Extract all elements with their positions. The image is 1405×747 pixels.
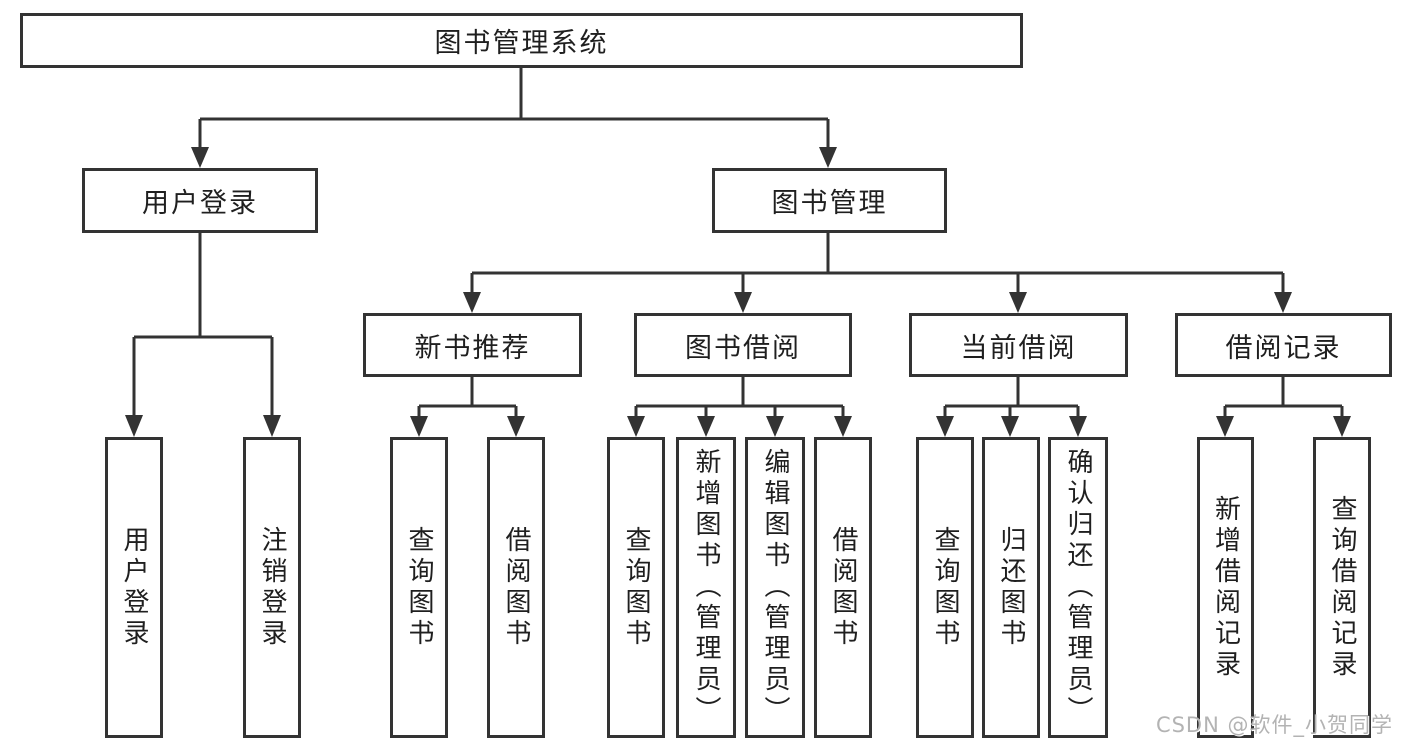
arrow-down-icon — [627, 416, 645, 437]
node-label: 借阅图书 — [828, 525, 858, 650]
node-label: 确认归还（管理员） — [1063, 448, 1093, 727]
node-borrowing-records: 借阅记录 — [1175, 313, 1392, 377]
node-book-borrowing: 图书借阅 — [634, 313, 852, 377]
arrow-down-icons — [125, 147, 1351, 437]
node-library-management-system: 图书管理系统 — [20, 13, 1023, 68]
node-leaf-edit-books-admin: 编辑图书（管理员） — [745, 437, 805, 738]
node-leaf-query-borrow-record: 查询借阅记录 — [1313, 437, 1371, 738]
node-label: 新增借阅记录 — [1210, 494, 1241, 681]
arrow-down-icon — [410, 416, 428, 437]
node-label: 图书管理 — [771, 188, 888, 219]
node-label: 新增图书（管理员） — [691, 448, 721, 727]
arrow-down-icon — [1009, 292, 1027, 313]
arrow-down-icon — [1333, 416, 1351, 437]
node-user-login: 用户登录 — [82, 168, 318, 233]
node-book-management: 图书管理 — [712, 168, 947, 233]
node-leaf-borrow-books-recommend: 借阅图书 — [487, 437, 545, 738]
node-label: 查询图书 — [930, 525, 960, 650]
node-label: 新书推荐 — [414, 332, 531, 364]
arrow-down-icon — [1274, 292, 1292, 313]
arrow-down-icon — [834, 416, 852, 437]
node-label: 注销登录 — [257, 525, 287, 650]
node-label: 借阅图书 — [501, 525, 531, 650]
node-leaf-add-borrow-record: 新增借阅记录 — [1197, 437, 1254, 738]
node-leaf-query-books-borrowing: 查询图书 — [607, 437, 665, 738]
arrow-down-icon — [766, 416, 784, 437]
node-leaf-query-books-recommend: 查询图书 — [390, 437, 448, 738]
arrow-down-icon — [263, 415, 281, 437]
arrow-down-icon — [697, 416, 715, 437]
node-leaf-return-books: 归还图书 — [982, 437, 1040, 738]
node-label: 当前借阅 — [960, 332, 1077, 364]
arrow-down-icon — [819, 147, 837, 168]
node-new-book-recommend: 新书推荐 — [363, 313, 582, 377]
node-leaf-user-login: 用户登录 — [105, 437, 163, 738]
node-label: 图书管理系统 — [434, 28, 609, 59]
csdn-watermark: CSDN @软件_小贺同学 — [1155, 713, 1393, 737]
arrow-down-icon — [191, 147, 209, 168]
node-leaf-query-books-current: 查询图书 — [916, 437, 974, 738]
node-label: 归还图书 — [996, 525, 1026, 650]
node-label: 借阅记录 — [1225, 332, 1342, 364]
arrow-down-icon — [1001, 416, 1019, 437]
arrow-down-icon — [734, 292, 752, 313]
arrow-down-icon — [1216, 416, 1234, 437]
node-label: 图书借阅 — [685, 332, 801, 364]
tree-edges — [132, 68, 1344, 416]
node-leaf-logout: 注销登录 — [243, 437, 301, 738]
arrow-down-icon — [936, 416, 954, 437]
node-label: 查询图书 — [404, 525, 434, 650]
arrow-down-icon — [1069, 416, 1087, 437]
node-current-borrowing: 当前借阅 — [909, 313, 1128, 377]
arrow-down-icon — [463, 292, 481, 313]
node-leaf-add-books-admin: 新增图书（管理员） — [676, 437, 736, 738]
node-label: 查询借阅记录 — [1327, 494, 1357, 681]
node-label: 查询图书 — [621, 525, 651, 650]
arrow-down-icon — [507, 416, 525, 437]
node-label: 编辑图书（管理员） — [760, 448, 790, 727]
node-leaf-confirm-return-admin: 确认归还（管理员） — [1048, 437, 1108, 738]
node-label: 用户登录 — [119, 525, 149, 650]
arrow-down-icon — [125, 415, 143, 437]
node-leaf-borrow-books: 借阅图书 — [814, 437, 872, 738]
node-label: 用户登录 — [142, 188, 258, 219]
